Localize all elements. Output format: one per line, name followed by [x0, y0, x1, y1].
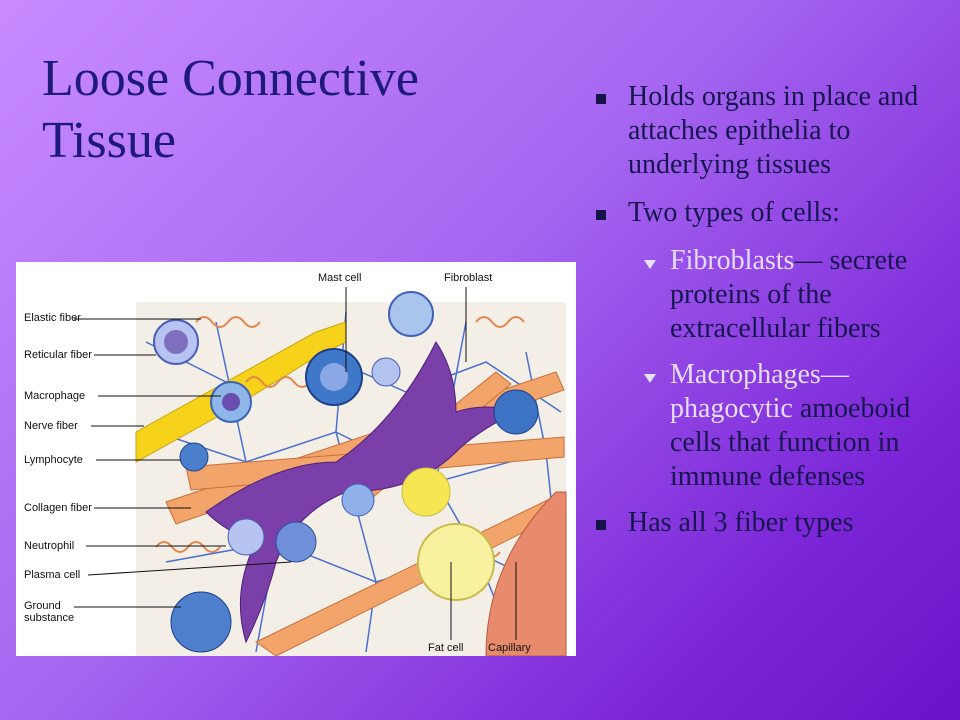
bullet-fiber-types: Has all 3 fiber types: [592, 506, 942, 540]
fat-cell-droplet: [401, 467, 451, 517]
fibroblast-cell: [205, 341, 518, 644]
bullet-organs: Holds organs in place and attaches epith…: [592, 80, 942, 182]
leader-lines: [74, 287, 517, 640]
macrophages-desc: amoeboid cells that function in immune d…: [670, 393, 911, 492]
bullet-cell-types-text: Two types of cells:: [628, 197, 840, 228]
bullet-organs-text: Holds organs in place and attaches epith…: [628, 81, 919, 180]
cells: [153, 291, 539, 653]
label-ground-substance: Ground substance: [24, 600, 75, 624]
macrophages-term: Macrophages— phagocytic: [670, 359, 849, 424]
bullet-cell-types: Two types of cells:: [592, 196, 942, 230]
label-collagen-fiber: Collagen fiber: [24, 502, 92, 514]
square-bullet-icon: [596, 210, 606, 220]
fibroblasts-term: Fibroblasts: [670, 245, 795, 276]
label-fibroblast: Fibroblast: [444, 272, 493, 284]
tissue-drawing: [74, 287, 567, 656]
fibroblasts-desc: — secrete proteins of the extracellular …: [670, 245, 908, 344]
diamond-bullet-icon: [644, 374, 656, 383]
bullet-list: Holds organs in place and attaches epith…: [592, 80, 942, 554]
capillary-vessel: [485, 491, 567, 656]
slide-title: Loose Connective Tissue: [42, 50, 419, 169]
label-nerve-fiber: Nerve fiber: [24, 420, 78, 432]
label-reticular-fiber: Reticular fiber: [24, 349, 92, 361]
label-elastic-fiber: Elastic fiber: [24, 312, 81, 324]
label-mast-cell: Mast cell: [318, 272, 362, 284]
label-neutrophil: Neutrophil: [24, 540, 75, 552]
square-bullet-icon: [596, 94, 606, 104]
subbullet-fibroblasts: Fibroblasts— secrete proteins of the ext…: [592, 244, 942, 346]
diamond-bullet-icon: [644, 260, 656, 269]
label-capillary: Capillary: [488, 642, 531, 654]
label-lymphocyte: Lymphocyte: [24, 454, 83, 466]
fat-cell-shape: [417, 523, 495, 601]
square-bullet-icon: [596, 520, 606, 530]
label-macrophage: Macrophage: [24, 390, 86, 402]
label-plasma-cell: Plasma cell: [24, 569, 81, 581]
bullet-fiber-types-text: Has all 3 fiber types: [628, 507, 854, 538]
tissue-illustration: Elastic fiber Reticular fiber Macrophage…: [16, 262, 576, 656]
subbullet-macrophages: Macrophages— phagocytic amoeboid cells t…: [592, 358, 942, 494]
label-fat-cell: Fat cell: [428, 642, 464, 654]
